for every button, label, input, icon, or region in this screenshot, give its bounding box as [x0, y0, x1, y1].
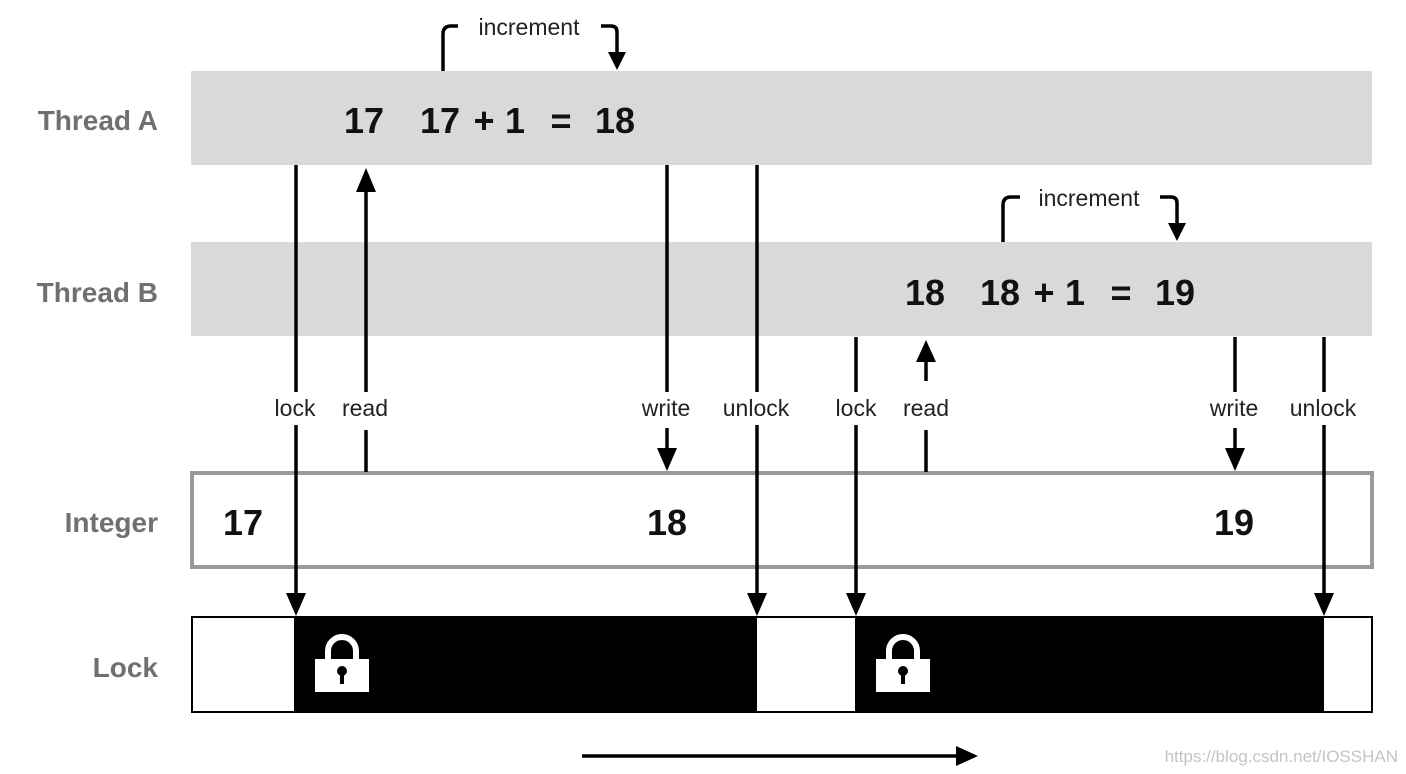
op-label-unlock-b: unlock: [1290, 395, 1357, 421]
integer-value-17: 17: [223, 502, 263, 543]
padlock-icon: [315, 634, 369, 692]
thread-a-read-value: 17: [344, 100, 384, 141]
thread-b-plus: +: [1033, 272, 1054, 313]
row-label-thread-a: Thread A: [38, 105, 158, 136]
read-arrow-b: [916, 340, 936, 472]
thread-a-plus: +: [473, 100, 494, 141]
thread-a-one: 1: [505, 100, 525, 141]
op-label-write-a: write: [641, 395, 691, 421]
thread-b-expr-operand: 18: [980, 272, 1020, 313]
op-label-lock-a: lock: [275, 395, 316, 421]
watermark: https://blog.csdn.net/IOSSHAN: [1165, 747, 1398, 766]
lock-arrow-a: [286, 165, 306, 616]
unlock-arrow-b: [1314, 337, 1334, 616]
write-arrow-b: [1225, 337, 1245, 471]
integer-box: [190, 471, 1374, 569]
integer-value-19: 19: [1214, 502, 1254, 543]
thread-a-band: [191, 71, 1372, 165]
padlock-icon: [876, 634, 930, 692]
lock-held-segment-b: [855, 617, 1324, 712]
row-label-lock: Lock: [93, 652, 159, 683]
thread-b-result: 19: [1155, 272, 1195, 313]
op-label-read-b: read: [903, 395, 949, 421]
increment-label-b: increment: [1039, 185, 1141, 211]
time-arrow: [582, 746, 978, 766]
thread-b-band: [191, 242, 1372, 336]
lock-held-segment-a: [294, 617, 757, 712]
op-label-unlock-a: unlock: [723, 395, 790, 421]
lock-arrow-b: [846, 337, 866, 616]
write-arrow-a: [657, 165, 677, 471]
op-label-read-a: read: [342, 395, 388, 421]
read-arrow-a: [356, 168, 376, 472]
row-label-thread-b: Thread B: [37, 277, 158, 308]
increment-label-a: increment: [479, 14, 581, 40]
thread-a-result: 18: [595, 100, 635, 141]
op-label-write-b: write: [1209, 395, 1259, 421]
thread-a-expr-operand: 17: [420, 100, 460, 141]
increment-bracket-b: [1001, 195, 1186, 242]
thread-b-equals: =: [1110, 272, 1131, 313]
thread-b-one: 1: [1065, 272, 1085, 313]
increment-bracket-a: [441, 24, 626, 71]
thread-b-read-value: 18: [905, 272, 945, 313]
op-label-lock-b: lock: [836, 395, 877, 421]
integer-value-18: 18: [647, 502, 687, 543]
unlock-arrow-a: [747, 165, 767, 616]
row-label-integer: Integer: [65, 507, 158, 538]
thread-a-equals: =: [550, 100, 571, 141]
